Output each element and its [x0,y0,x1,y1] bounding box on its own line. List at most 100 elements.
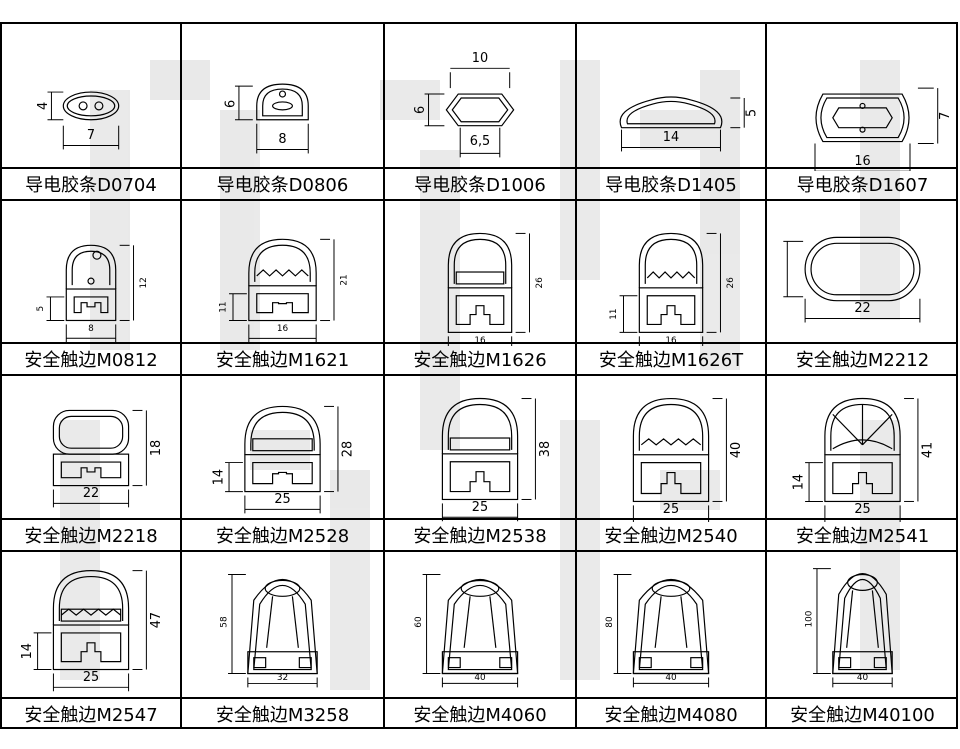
dimension-label: 100 [805,610,815,627]
profile-shape [445,93,515,127]
dimension-label: 8 [88,324,94,334]
profile-shape [832,573,893,675]
profile-shape [632,578,710,675]
product-model-label: 导电胶条D0704 [2,167,180,199]
dimension-label: 26 [535,277,545,289]
dimension-label: 6,5 [470,134,490,149]
product-model-label: 安全触边M2538 [385,518,575,550]
profile-shape [441,578,519,675]
product-model-label: 安全触边M1626 [385,342,575,374]
dimension-label: 11 [219,301,229,312]
profile-shape [52,409,130,487]
product-model-label: 导电胶条D0806 [182,167,383,199]
profile-shape [638,232,704,333]
profile-svg: 47 14 25 [20,570,164,692]
profile-svg: 514 [619,96,760,152]
dimension-label: 60 [414,616,424,628]
dimension-label: 8 [278,132,286,147]
dimension-label: 5 [36,306,46,312]
dimension-label: 40 [857,673,869,683]
dimension-label: 21 [339,274,349,285]
profile-svg: 38 25 [441,397,553,522]
product-model-label: 安全触边M2218 [2,518,180,550]
profile-svg: 47 [36,91,120,150]
profile-shape [62,91,120,121]
dimension-label: 5 [745,109,760,117]
profile-drawing: 22 [767,201,958,346]
profile-svg: 7 16 [814,87,953,171]
dimension-label: 41 [920,442,935,458]
dimension-label: 12 [139,277,149,288]
dimension-label: 28 [340,441,355,457]
profile-cell: 28 14 25 安全触边M2528 [180,374,383,550]
profile-drawing: 12 5 8 [2,201,180,346]
dimension-label: 26 [726,277,736,289]
profile-shape [52,570,130,671]
dimension-label: 25 [83,670,99,685]
dimension-label: 7 [938,112,953,120]
profile-shape [244,405,321,493]
dimension-label: 7 [87,128,95,143]
profile-svg: 12 5 8 [36,244,149,343]
dimension-label: 25 [472,500,488,515]
dimension-label: 14 [792,474,807,490]
profile-drawing: 26 16 [385,201,575,346]
product-model-label: 导电胶条D1006 [385,167,575,199]
profile-drawing: 47 14 25 [2,552,180,701]
dimension-label: 25 [663,502,679,517]
dimension-label: 40 [729,442,744,458]
dimension-label: 25 [274,492,290,507]
dimension-label: 47 [149,612,164,628]
profile-cell: 38 25 安全触边M2538 [383,374,575,550]
profile-shape [619,96,723,129]
product-model-label: 安全触边M2541 [767,518,958,550]
product-model-label: 安全触边M2528 [182,518,383,550]
dimension-label: 58 [220,616,230,628]
profile-svg: 26 16 [447,232,545,346]
dimension-label: 16 [474,336,486,346]
product-model-label: 安全触边M1621 [182,342,383,374]
product-model-label: 导电胶条D1405 [577,167,765,199]
dimension-label: 14 [212,469,227,485]
dimension-label: 38 [538,441,553,457]
dimension-label: 22 [83,486,99,501]
profile-shape [248,238,317,322]
profile-drawing: 40 25 [577,376,765,522]
product-model-label: 安全触边M4060 [385,697,575,729]
dimension-label: 16 [854,154,870,169]
profile-shape [632,397,710,503]
product-model-label: 安全触边M2540 [577,518,765,550]
dimension-label: 14 [20,643,35,659]
profile-drawing: 28 14 25 [182,376,383,522]
dimension-label: 18 [149,440,164,456]
profile-shape [815,93,910,143]
product-model-label: 安全触边M2547 [2,697,180,729]
product-model-label: 导电胶条D1607 [767,167,958,199]
